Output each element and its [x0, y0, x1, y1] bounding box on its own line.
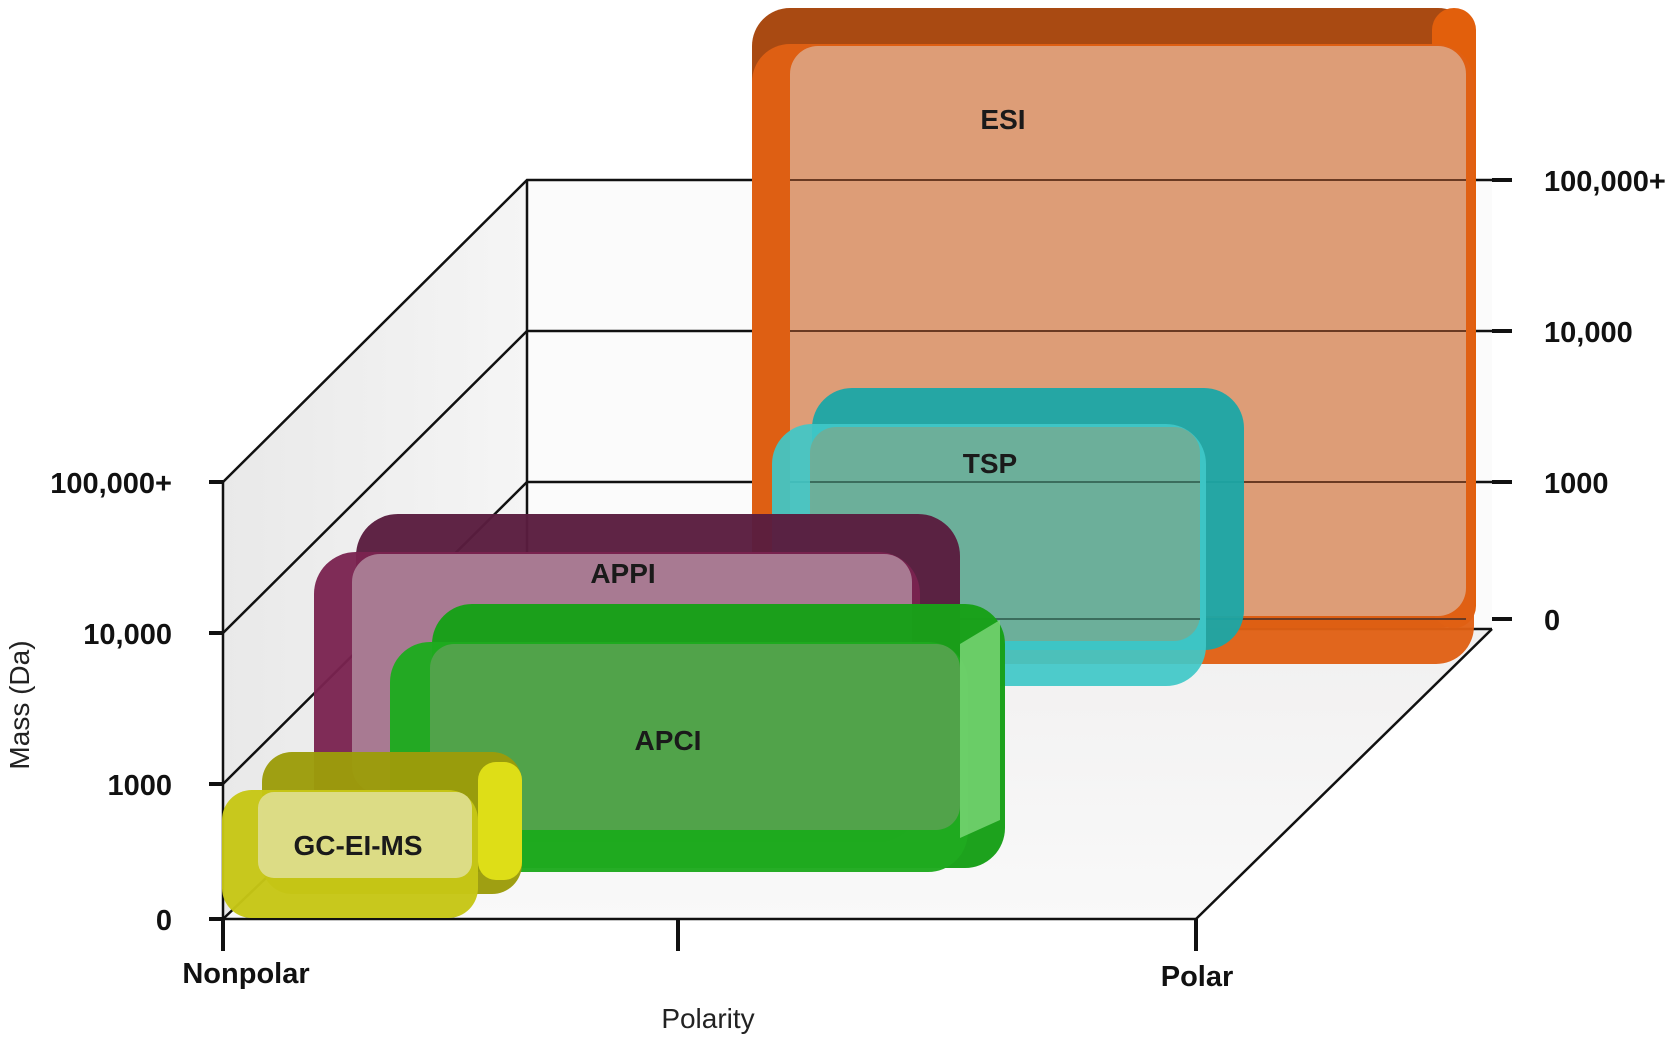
region-apci: APCI [390, 604, 1005, 872]
y-axis-title: Mass (Da) [4, 640, 35, 769]
y-tick-back-10000: 10,000 [1544, 317, 1633, 349]
y-tick-front-10000: 10,000 [83, 619, 172, 651]
y-tick-back-100000: 100,000+ [1544, 166, 1666, 198]
x-axis: Nonpolar Polar [182, 958, 1233, 993]
y-axis-back: 100,000+ 10,000 1000 0 [1544, 166, 1666, 637]
y-axis-front: 100,000+ 10,000 1000 0 [50, 468, 172, 937]
apci-label: APCI [635, 725, 702, 756]
y-tick-front-100000: 100,000+ [50, 468, 172, 500]
y-tick-front-1000: 1000 [107, 770, 172, 802]
gc-front-panel [258, 792, 472, 878]
appi-label: APPI [590, 558, 655, 589]
region-tsp: TSP [772, 388, 1244, 686]
x-axis-title: Polarity [661, 1003, 754, 1034]
right-floor-edge [1195, 628, 1493, 920]
esi-label: ESI [980, 104, 1025, 135]
y-tick-front-0: 0 [156, 905, 172, 937]
x-tick-nonpolar: Nonpolar [182, 958, 309, 990]
y-tick-back-1000: 1000 [1544, 468, 1609, 500]
gc-label: GC-EI-MS [293, 830, 422, 861]
x-tick-polar: Polar [1161, 961, 1234, 993]
region-gc-ei-ms: GC-EI-MS [222, 752, 522, 918]
apci-side-highlight [960, 620, 1000, 838]
tsp-label: TSP [963, 448, 1017, 479]
gc-side-right [478, 762, 522, 880]
apci-front-panel [430, 644, 960, 830]
y-tick-back-0: 0 [1544, 605, 1560, 637]
